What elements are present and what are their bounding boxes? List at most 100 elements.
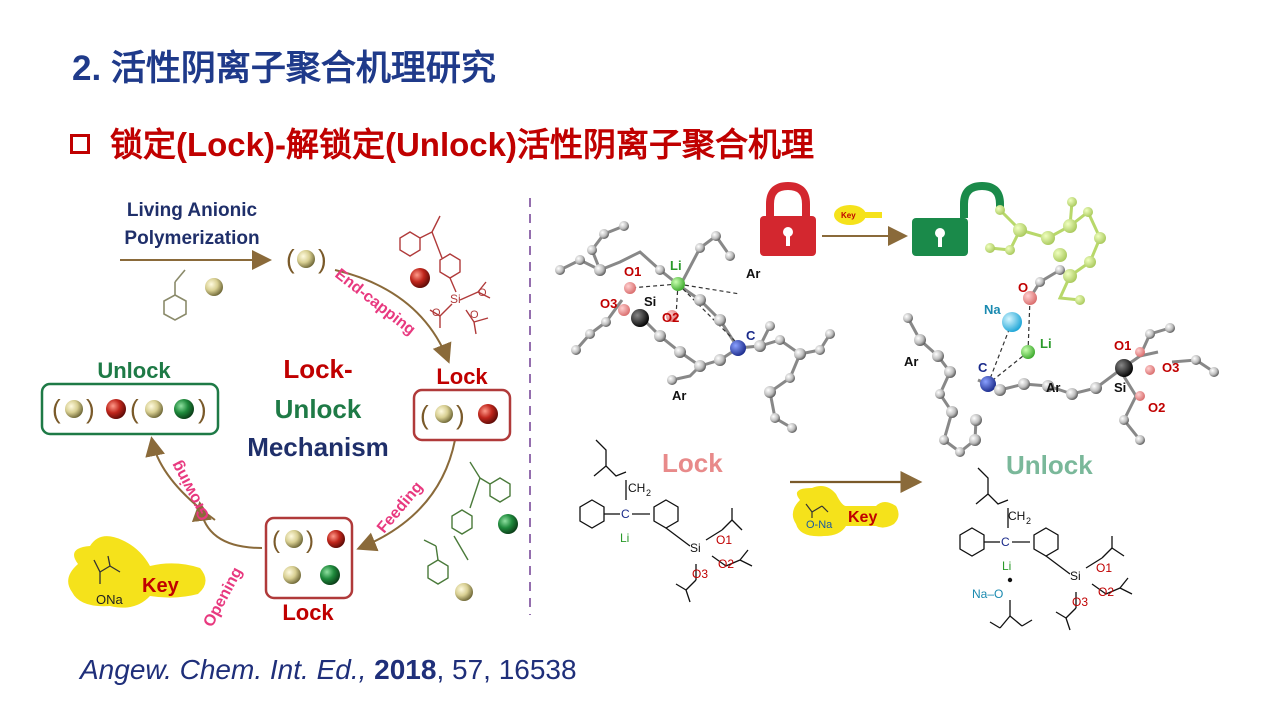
svg-text:2: 2 [646,488,651,498]
svg-text:O3: O3 [600,296,617,311]
reagent-si-label: Si [450,292,461,306]
skeletal-structure-lock [579,439,753,603]
unlock-icon [912,181,1004,256]
svg-text:Si: Si [644,294,656,309]
arc-opening [191,501,263,549]
key-left: ONa Key [68,536,206,608]
step-opening: Opening [201,565,246,630]
lock-bottom-box [264,516,354,600]
endcapping-reagent-icon [399,215,491,335]
crystal-structure-lock: O1 O3 O2 Si Li C Ar Ar [555,221,835,433]
citation-journal: Angew. Chem. Int. Ed., [80,654,367,685]
svg-text:O1: O1 [1096,561,1112,575]
svg-text:O1: O1 [1114,338,1131,353]
crystal-structure-unlock: Na O Li C Ar Ar O1 O3 O2 Si [903,197,1219,457]
svg-text:): ) [456,400,465,430]
svg-text:C: C [621,507,630,521]
unlock-word: Unlock [1006,450,1093,480]
svg-text:O2: O2 [662,310,679,325]
arc-feeding [356,439,456,552]
arc-endcapping [334,269,452,364]
feeding-bead-green [498,514,518,534]
lock-icon [760,181,816,256]
citation-rest: , 57, 16538 [436,654,577,685]
center-label-1: Lock- [283,354,352,384]
citation-year: 2018 [374,654,437,685]
svg-text:Na: Na [984,302,1001,317]
key-left-label: Key [142,575,180,597]
section-heading-text: 锁定(Lock)-解锁定(Unlock)活性阴离子聚合机理 [110,126,814,163]
svg-text:Li: Li [620,531,629,545]
svg-text:(: ( [52,394,61,424]
lock-right-chain: ( ) [420,400,498,430]
key-right: O-Na Key [792,486,899,537]
mechanism-panel: Key [555,181,1219,631]
svg-text:): ) [318,244,327,274]
svg-text:Si: Si [1070,569,1081,583]
lock-bottom-label: Lock [282,600,334,625]
unlock-box-label: Unlock [97,358,171,383]
step-feeding: Feeding [374,479,426,537]
center-label-3: Mechanism [247,432,389,462]
svg-text:Si: Si [690,541,701,555]
svg-text:): ) [198,394,207,424]
styrene-monomer-icon [163,269,187,321]
key-left-reagent: ONa [96,592,124,607]
unlock-box [40,382,220,436]
cycle-top-label-2: Polymerization [124,228,259,249]
svg-text:O: O [1018,280,1028,295]
svg-text:2: 2 [1026,516,1031,526]
svg-text:CH: CH [628,481,645,495]
key-small-icon: Key [834,205,882,225]
svg-text:Key: Key [848,509,877,526]
svg-text:O1: O1 [624,264,641,279]
svg-text:O3: O3 [1072,595,1088,609]
skeletal-structure-unlock [959,467,1133,631]
svg-text:Si: Si [1114,380,1126,395]
lock-right-box [412,388,512,442]
section-heading: 锁定(Lock)-解锁定(Unlock)活性阴离子聚合机理 [70,118,814,166]
lock-bottom-chain: ( ) [272,527,345,585]
svg-text:O: O [432,307,441,319]
svg-text:O3: O3 [1162,360,1179,375]
svg-text:): ) [86,394,95,424]
svg-text:Li: Li [1040,336,1052,351]
lock-word: Lock [662,448,723,478]
svg-text:O3: O3 [692,567,708,581]
svg-text:O: O [470,309,479,321]
svg-text:Li: Li [1002,559,1011,573]
lock-right-label: Lock [436,364,488,389]
chain-bead [297,250,315,268]
svg-text:C: C [1001,535,1010,549]
svg-text:O2: O2 [1098,585,1114,599]
svg-text:Li: Li [670,258,682,273]
svg-text:Ar: Ar [1046,380,1060,395]
checkbox-bullet-icon [70,134,90,154]
capping-bead [410,268,430,288]
svg-text:(: ( [420,400,429,430]
svg-text:CH: CH [1008,509,1025,523]
svg-text:Na–O: Na–O [972,587,1003,601]
svg-text:O2: O2 [1148,400,1165,415]
citation: Angew. Chem. Int. Ed., 2018, 57, 16538 [80,654,577,686]
page-title: 2. 活性阴离子聚合机理研究 [72,49,496,88]
svg-text:Ar: Ar [746,266,760,281]
svg-text:Ar: Ar [672,388,686,403]
svg-text:): ) [306,527,314,554]
svg-text:O-Na: O-Na [806,519,833,531]
svg-text:C: C [746,328,756,343]
svg-text:(: ( [286,244,295,274]
svg-text:O1: O1 [716,533,732,547]
svg-text:(: ( [272,527,280,554]
cycle-panel: Living Anionic Polymerization ( ) Si O O… [40,200,518,630]
svg-text:O: O [478,287,487,299]
svg-text:Ar: Ar [904,354,918,369]
center-label-2: Unlock [275,394,362,424]
feeding-bead-yellow [455,583,473,601]
monomer-bead [205,278,223,296]
coordination-dot [1007,577,1013,583]
cycle-top-label-1: Living Anionic [127,200,258,221]
svg-text:Key: Key [841,211,856,220]
unlock-chain: ( ) ( ) [52,394,207,424]
